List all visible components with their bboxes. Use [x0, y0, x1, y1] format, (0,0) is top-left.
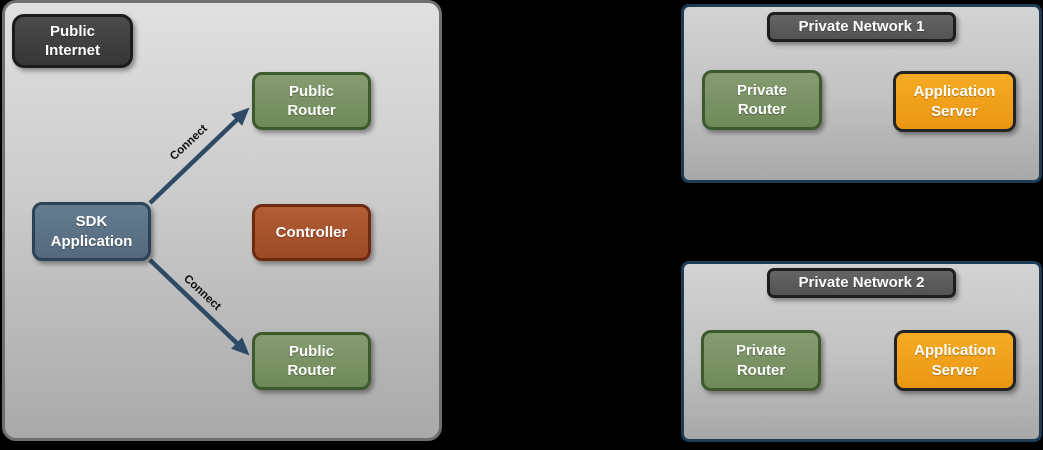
private-network-1-panel: Private Network 1 Private Router Applica…	[681, 4, 1042, 183]
public-router-bottom-label: Public Router	[287, 342, 336, 380]
private-router-node-1: Private Router	[702, 70, 822, 130]
private-network-1-title-text: Private Network 1	[798, 18, 925, 36]
controller-node: Controller	[252, 204, 371, 261]
public-router-top-label: Public Router	[287, 82, 336, 120]
public-router-top-node: Public Router	[252, 72, 371, 130]
private-network-2-panel: Private Network 2 Private Router Applica…	[681, 261, 1042, 442]
private-network-2-title-text: Private Network 2	[798, 274, 925, 292]
public-internet-label: Public Internet	[12, 14, 133, 68]
public-internet-panel: Connect Connect Public Internet Public R…	[2, 0, 442, 441]
public-router-bottom-node: Public Router	[252, 332, 371, 390]
sdk-application-label: SDK Application	[50, 213, 133, 250]
application-server-label-1: Application Server	[913, 83, 996, 120]
connect-edge-top-label: Connect	[168, 123, 210, 163]
private-network-1-title: Private Network 1	[767, 12, 956, 42]
private-router-label-1: Private Router	[736, 81, 788, 119]
sdk-application-node: SDK Application	[32, 202, 151, 261]
connect-edge-top	[148, 107, 250, 205]
private-router-node-2: Private Router	[701, 330, 821, 391]
connect-edge-bottom-label: Connect	[181, 273, 223, 313]
public-internet-label-text: Public Internet	[44, 22, 100, 60]
private-network-2-title: Private Network 2	[767, 268, 956, 298]
controller-label: Controller	[275, 223, 348, 241]
application-server-node-1: Application Server	[893, 71, 1016, 132]
connect-edge-bottom	[148, 258, 250, 356]
application-server-node-2: Application Server	[894, 330, 1016, 391]
application-server-label-2: Application Server	[914, 342, 996, 379]
private-router-label-2: Private Router	[735, 342, 787, 379]
